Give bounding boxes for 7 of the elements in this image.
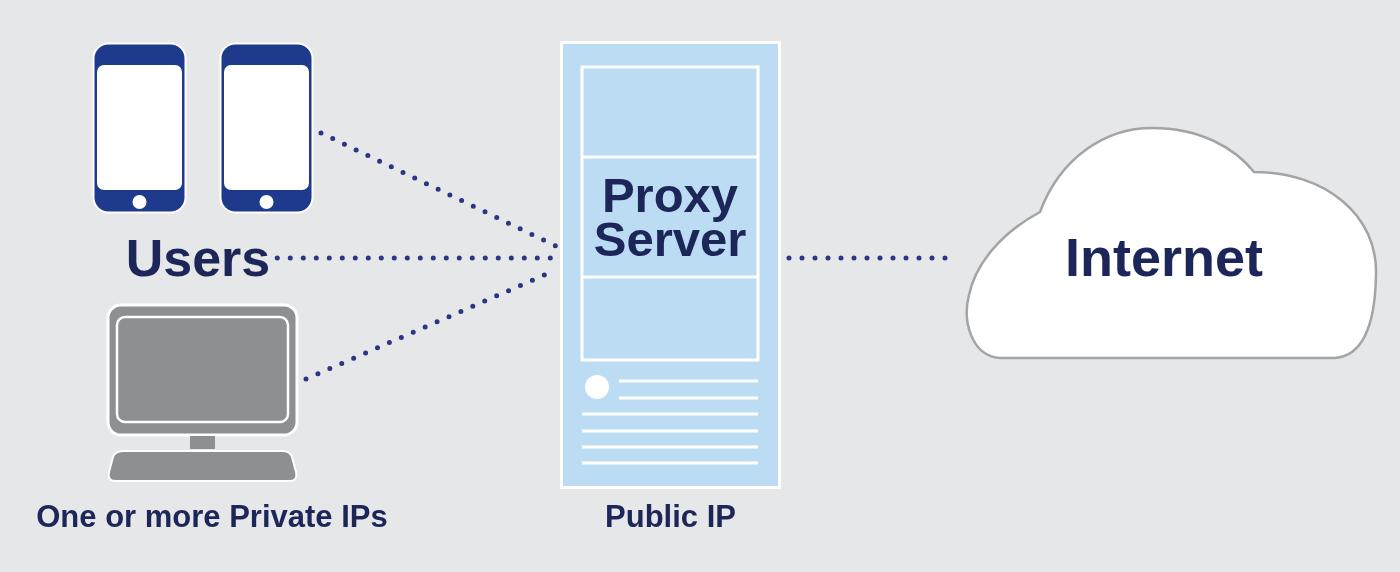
ip-caption: One or more Private IPs bbox=[36, 501, 388, 532]
cloud-label: Internet bbox=[1065, 230, 1263, 284]
group-label: Users bbox=[125, 232, 271, 284]
dotted-connector bbox=[318, 130, 559, 249]
server-label: Proxy Server bbox=[593, 173, 747, 261]
server-box bbox=[560, 41, 781, 489]
ip-caption: Public IP bbox=[605, 501, 736, 532]
